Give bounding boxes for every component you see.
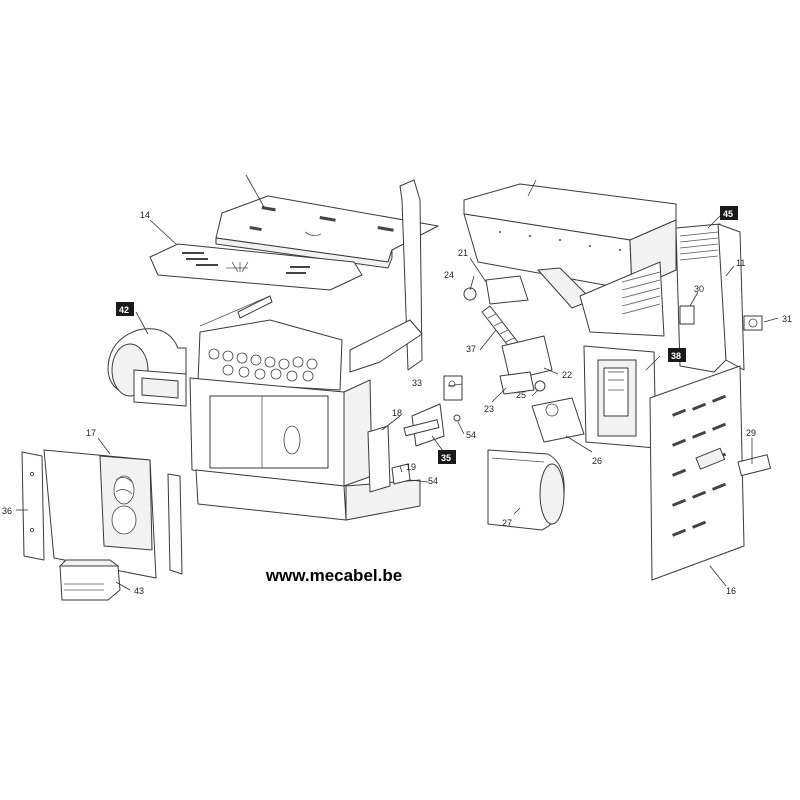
blower-fan-42 [107, 328, 187, 407]
badge-42-label: 42 [119, 305, 129, 315]
callout-21: 21 [458, 248, 468, 258]
callout-29: 29 [746, 428, 756, 438]
stove-body [189, 179, 423, 521]
side-panel-16 [649, 365, 745, 581]
callout-37: 37 [466, 344, 476, 354]
callout-26: 26 [592, 456, 602, 466]
badge-45: 45 [720, 206, 738, 220]
hopper-vents [621, 271, 661, 315]
hopper-dots [499, 231, 621, 251]
firebrick-back-panel-17 [43, 449, 157, 579]
callout-31: 31 [782, 314, 792, 324]
callout-33: 33 [412, 378, 422, 388]
callout-19: 19 [406, 462, 416, 472]
callout-11: 11 [736, 258, 745, 268]
combustion-blower-27 [487, 449, 565, 531]
badge-45-label: 45 [723, 209, 733, 219]
callout-22: 22 [562, 370, 572, 380]
pellet-hopper [463, 179, 677, 337]
callout-18: 18 [392, 408, 402, 418]
side-panel-right-small [167, 473, 183, 575]
callout-43: 43 [134, 586, 144, 596]
callout-54-upper: 54 [466, 430, 476, 440]
callout-23: 23 [484, 404, 494, 414]
callout-14: 14 [140, 210, 150, 220]
burn-pot-43 [58, 559, 121, 601]
callout-17: 17 [86, 428, 96, 438]
callout-30: 30 [694, 284, 704, 294]
auger-assembly [463, 275, 553, 395]
side-panel-36 [21, 451, 45, 561]
control-board-38 [583, 345, 657, 449]
pressure-switch-33 [443, 375, 463, 401]
rear-panel-11 [675, 223, 745, 373]
badge-38-label: 38 [671, 351, 681, 361]
auger-motor-26 [531, 380, 585, 443]
callout-27: 27 [502, 518, 512, 528]
badge-35: 35 [438, 450, 456, 464]
badge-42: 42 [116, 302, 134, 316]
plate-18 [367, 425, 391, 493]
callout-36: 36 [2, 506, 12, 516]
callout-16: 16 [726, 586, 736, 596]
callout-54-lower: 54 [428, 476, 438, 486]
component-31 [743, 315, 763, 331]
callout-25: 25 [516, 390, 526, 400]
callout-labels: 14 17 36 43 18 19 54 54 33 21 24 37 22 2… [2, 210, 792, 596]
body-top-holes [208, 348, 318, 382]
probe-35 [403, 403, 445, 447]
badge-38: 38 [668, 348, 686, 362]
badge-35-label: 35 [441, 453, 451, 463]
component-30 [679, 305, 695, 325]
lower-cover-plate [149, 243, 363, 291]
website-watermark: www.mecabel.be [265, 566, 403, 585]
leader-lines [16, 213, 779, 591]
rear-vents-45 [679, 231, 719, 261]
callout-24: 24 [444, 270, 454, 280]
screw-54 [453, 414, 461, 422]
rail-29 [737, 454, 771, 477]
top-cover-plate [215, 174, 439, 269]
